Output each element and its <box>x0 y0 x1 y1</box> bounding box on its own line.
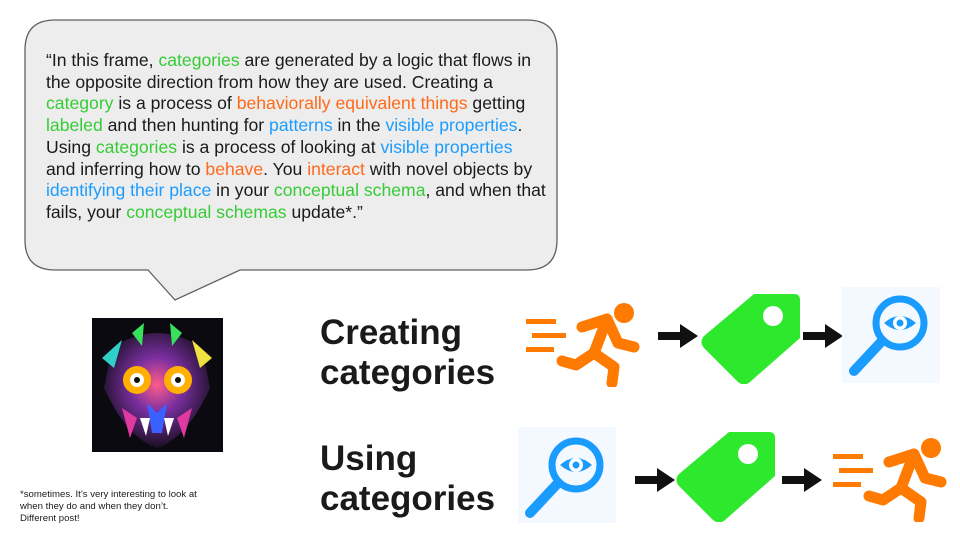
tag-icon <box>700 292 800 384</box>
quote-segment: in the <box>332 115 386 136</box>
arrow-right-icon <box>658 324 698 348</box>
quote-segment: conceptual schemas <box>126 201 287 222</box>
quote-segment: visible properties <box>385 115 518 136</box>
quote-segment: in your <box>211 180 274 201</box>
quote-segment: . You <box>263 158 308 179</box>
using-categories-title: Using categories <box>320 439 520 519</box>
quote-segment: interact <box>307 158 365 179</box>
quote-segment: behaviorally equivalent things <box>236 93 468 114</box>
magnifying-eye-icon <box>842 287 940 383</box>
quote-segment: is a process of <box>113 93 237 114</box>
tag-icon <box>675 430 775 522</box>
magnifying-eye-icon <box>518 427 616 523</box>
quote-segment: conceptual schema <box>273 180 426 201</box>
creating-title-line1: Creating <box>320 313 462 352</box>
arrow-right-icon <box>803 324 843 348</box>
quote-segment: identifying their place <box>46 180 212 201</box>
quote-segment: and inferring how to <box>46 158 206 179</box>
quote-segment: are generated by a logic that flows in t… <box>46 50 532 92</box>
quote-segment: visible properties <box>380 136 513 157</box>
creating-title-line2: categories <box>320 353 496 392</box>
quote-segment: update*.” <box>286 201 363 222</box>
quote-segment: with novel objects by <box>364 158 533 179</box>
quote-text: “In this frame, categories are generated… <box>46 50 546 224</box>
quote-segment: getting <box>467 93 526 114</box>
quote-segment: patterns <box>269 115 333 136</box>
quote-segment: “In this frame, <box>46 50 159 70</box>
quote-segment: labeled <box>46 115 103 136</box>
quote-segment: and then hunting for <box>102 115 270 136</box>
creating-categories-title: Creating categories <box>320 313 520 393</box>
speech-bubble <box>24 19 558 301</box>
footnote: *sometimes. It’s very interesting to loo… <box>20 489 197 524</box>
colorful-mask-image <box>92 318 223 452</box>
quote-segment: , and when that fails, your <box>46 180 546 222</box>
running-person-icon <box>522 297 642 387</box>
arrow-right-icon <box>782 468 822 492</box>
quote-segment: . Using <box>46 115 523 157</box>
quote-segment: category <box>46 93 114 114</box>
using-title-line2: categories <box>320 479 496 518</box>
running-person-icon <box>828 432 950 522</box>
quote-segment: categories <box>95 136 178 157</box>
using-title-line1: Using <box>320 439 418 478</box>
quote-segment: behave <box>205 158 264 179</box>
quote-segment: is a process of looking at <box>177 136 381 157</box>
arrow-right-icon <box>635 468 675 492</box>
quote-segment: categories <box>158 50 240 70</box>
